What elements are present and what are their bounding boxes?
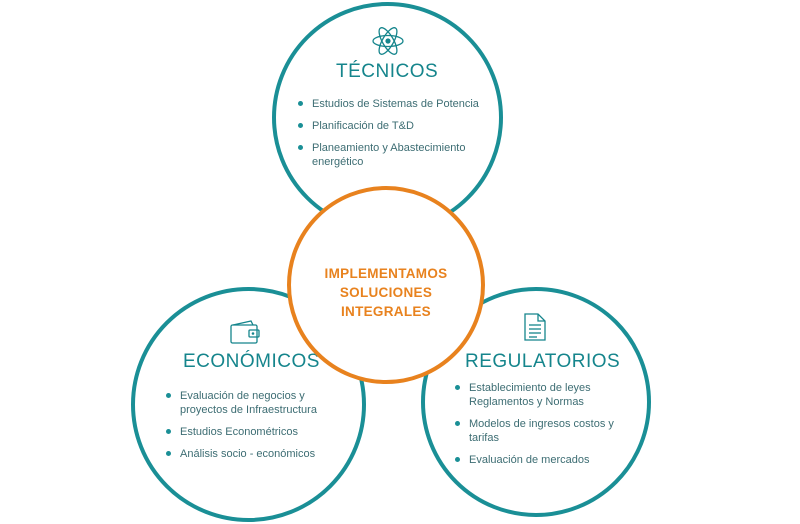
economicos-list: Evaluación de negocios y proyectos de In…: [166, 389, 346, 469]
center-line: INTEGRALES: [340, 304, 431, 319]
list-item: Modelos de ingresos costos y tarifas: [455, 417, 619, 445]
list-item: Planificación de T&D: [298, 119, 498, 133]
regulatorios-title: REGULATORIOS: [465, 351, 621, 372]
document-icon: [524, 313, 546, 341]
economicos-title: ECONÓMICOS: [183, 351, 320, 372]
tecnicos-title: TÉCNICOS: [336, 61, 439, 82]
list-item: Estudios Econométricos: [166, 425, 346, 439]
wallet-icon: [230, 320, 260, 344]
list-item: Planeamiento y Abastecimiento energético: [298, 141, 487, 169]
list-item: Estudios de Sistemas de Potencia: [298, 97, 498, 111]
center-title: IMPLEMENTAMOS SOLUCIONES INTEGRALES: [291, 264, 481, 321]
list-item: Análisis socio - económicos: [166, 447, 346, 461]
center-line: IMPLEMENTAMOS: [324, 266, 448, 281]
center-circle: IMPLEMENTAMOS SOLUCIONES INTEGRALES: [287, 186, 485, 384]
regulatorios-list: Establecimiento de leyes Reglamentos y N…: [455, 381, 627, 475]
center-line: SOLUCIONES: [339, 285, 433, 300]
list-item: Evaluación de mercados: [455, 453, 627, 467]
atom-icon: [372, 27, 404, 55]
list-item: Evaluación de negocios y proyectos de In…: [166, 389, 346, 417]
tecnicos-list: Estudios de Sistemas de Potencia Planifi…: [298, 97, 498, 177]
list-item: Establecimiento de leyes Reglamentos y N…: [455, 381, 619, 409]
